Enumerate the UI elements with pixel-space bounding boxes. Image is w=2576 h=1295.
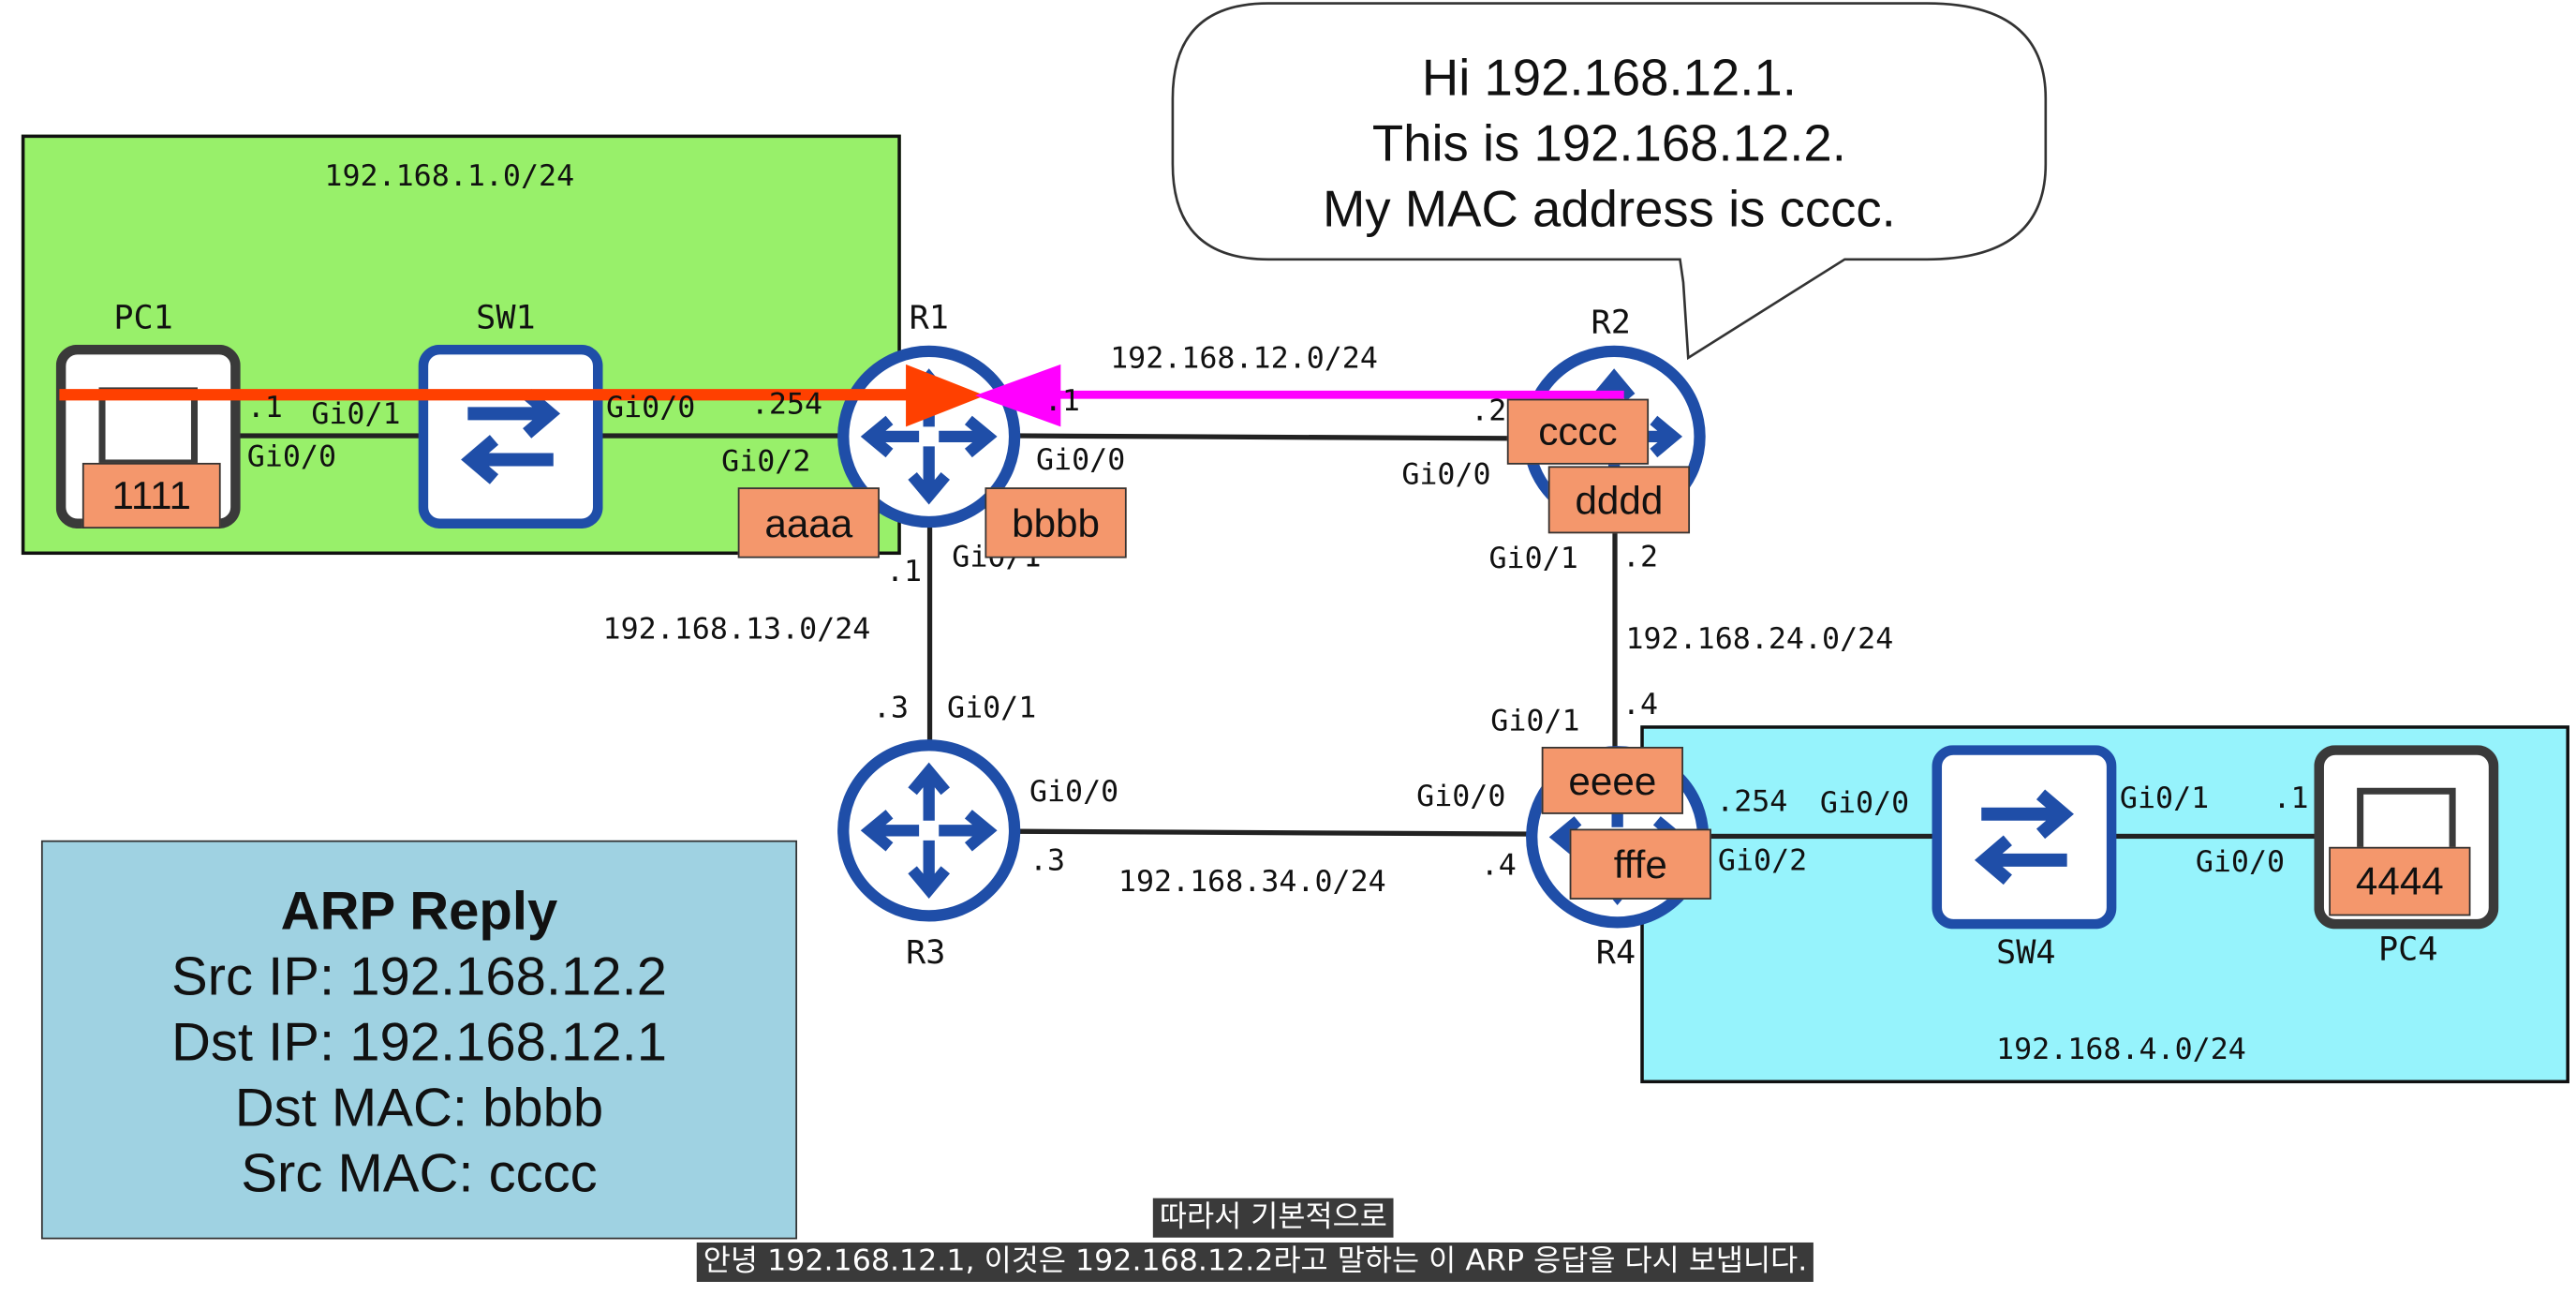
label-r1: R1 (909, 297, 949, 337)
if-r3-host: .3 (872, 691, 910, 726)
arp-src-mac: Src MAC: cccc (241, 1142, 598, 1203)
link-r4-sw4 (1706, 833, 1937, 840)
mac-tag-pc4: 4444 (2329, 846, 2471, 916)
if-r3-gi01: Gi0/1 (947, 691, 1037, 726)
if-r4-gi02: Gi0/2 (1717, 843, 1808, 879)
speech-line-2: This is 192.168.12.2. (1371, 114, 1846, 172)
subnet-lan4: 192.168.4.0/24 (1996, 1032, 2246, 1067)
if-pc1-host: .1 (246, 390, 283, 425)
link-pc1-sw1 (230, 433, 425, 439)
mac-tag-r1-g02: aaaa (737, 487, 880, 558)
if-sw4-gi01: Gi0/1 (2119, 781, 2210, 816)
label-sw4: SW4 (1996, 931, 2056, 972)
label-sw1: SW1 (476, 297, 536, 337)
label-r3: R3 (906, 931, 946, 972)
speech-bubble (1171, 2, 2048, 361)
if-r2-down-host: .2 (1621, 540, 1659, 575)
if-pc4-gi00: Gi0/0 (2195, 845, 2286, 880)
speech-bubble-text: Hi 192.168.12.1. This is 192.168.12.2. M… (1173, 46, 2046, 243)
arp-src-ip: Src IP: 192.168.12.2 (170, 945, 668, 1006)
if-r4-lan-host: .254 (1716, 784, 1788, 820)
arp-dst-mac: Dst MAC: bbbb (234, 1077, 604, 1138)
mac-tag-r2-g00: cccc (1506, 398, 1650, 465)
if-r3-gi00: Gi0/0 (1029, 774, 1119, 810)
mac-tag-r2-g01: dddd (1547, 466, 1691, 534)
speech-line-3: My MAC address is cccc. (1322, 180, 1896, 238)
label-pc4: PC4 (2377, 929, 2438, 969)
arp-reply-box: ARP Reply Src IP: 192.168.12.2 Dst IP: 1… (40, 840, 798, 1240)
subnet-lan1: 192.168.1.0/24 (324, 158, 575, 194)
link-r1-r2 (1014, 433, 1526, 441)
r3-router-icon (837, 739, 1021, 922)
mac-tag-r4-g01: eeee (1541, 746, 1683, 814)
arp-dst-ip: Dst IP: 192.168.12.1 (170, 1010, 668, 1072)
if-r2-gi01: Gi0/1 (1488, 542, 1578, 576)
mac-tag-r4-g00: fffe (1569, 828, 1711, 900)
if-r3-right-host: .3 (1029, 843, 1066, 879)
if-r1-lan-host: .254 (750, 387, 823, 423)
subnet-r2-r4: 192.168.24.0/24 (1625, 621, 1894, 657)
link-r2-r4 (1612, 522, 1618, 752)
if-r2-gi00: Gi0/0 (1401, 457, 1491, 493)
label-r2: R2 (1591, 302, 1631, 342)
if-pc1-gi00: Gi0/0 (246, 439, 337, 475)
link-sw1-r1 (596, 433, 847, 439)
label-r4: R4 (1595, 931, 1636, 972)
if-r2-host: .2 (1471, 394, 1507, 429)
label-pc1: PC1 (113, 297, 173, 337)
if-pc4-host: .1 (2273, 781, 2309, 816)
subtitle-line-2: 안녕 192.168.12.1, 이것은 192.168.12.2라고 말하는 … (696, 1242, 1814, 1282)
if-r4-gi01: Gi0/1 (1490, 704, 1580, 739)
if-sw1-gi01: Gi0/1 (311, 396, 401, 432)
if-r1-gi00: Gi0/0 (1035, 442, 1126, 478)
if-r4-up-host: .4 (1621, 687, 1659, 722)
if-r4-left-host: .4 (1480, 848, 1517, 884)
link-r3-r4 (1014, 828, 1542, 837)
subtitle-line-1: 따라서 기본적으로 (1152, 1198, 1394, 1238)
subnet-r3-r4: 192.168.34.0/24 (1118, 865, 1386, 900)
speech-line-1: Hi 192.168.12.1. (1421, 49, 1797, 107)
if-sw4-gi00: Gi0/0 (1819, 786, 1910, 821)
if-sw1-gi00: Gi0/0 (606, 390, 696, 425)
if-r1-wan-host: .1 (1044, 383, 1080, 419)
mac-tag-r1-g00: bbbb (985, 487, 1127, 558)
arrow-red-icon (59, 364, 985, 427)
if-r1-down-host: .1 (885, 555, 923, 589)
link-r1-r3 (926, 522, 933, 746)
mac-tag-pc1: 1111 (81, 462, 221, 529)
if-r1-gi02: Gi0/2 (721, 444, 811, 480)
subnet-r1-r3: 192.168.13.0/24 (602, 612, 871, 648)
link-sw4-pc4 (2114, 833, 2319, 840)
arp-title: ARP Reply (280, 879, 558, 941)
arrow-magenta-icon (974, 364, 1624, 427)
if-r4-gi00: Gi0/0 (1416, 780, 1506, 814)
subnet-r1-r2: 192.168.12.0/24 (1110, 341, 1378, 377)
sw4-icon (1932, 745, 2117, 930)
